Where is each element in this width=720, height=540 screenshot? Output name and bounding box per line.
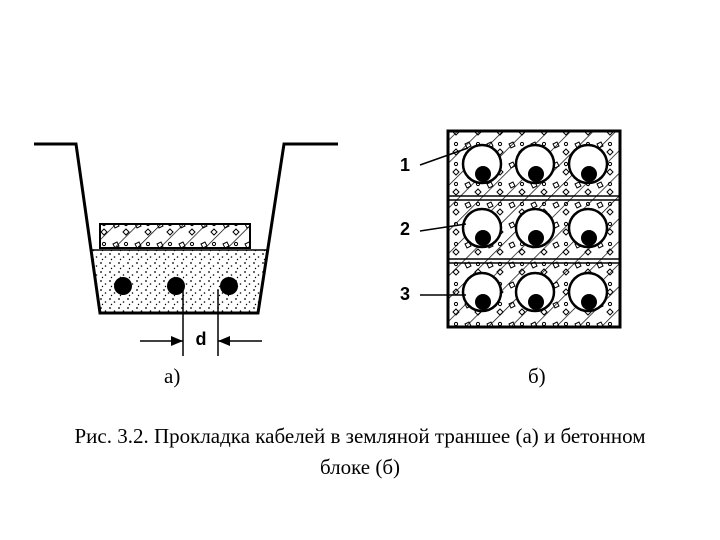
block-channel (514, 143, 556, 185)
block-channel (567, 271, 609, 313)
dimension-d: d (140, 290, 262, 356)
block-channel (567, 207, 609, 249)
block-channel (461, 271, 503, 313)
block-cable (475, 230, 491, 246)
trench-cables (114, 277, 238, 295)
trench-cable (220, 277, 238, 295)
subfigure-label-b: б) (528, 364, 546, 388)
svg-text:1: 1 (400, 155, 410, 175)
block-channel (567, 143, 609, 185)
callout-1: 1 (400, 147, 469, 175)
block-cable (528, 230, 544, 246)
block-cable (581, 230, 597, 246)
concrete-block-drawing: 1 2 3 (400, 129, 622, 329)
block-channel (461, 143, 503, 185)
figure-caption: Рис. 3.2. Прокладка кабелей в земляной т… (0, 421, 720, 483)
trench-cable (167, 277, 185, 295)
subfigure-label-a: а) (164, 364, 181, 388)
trench-cable (114, 277, 132, 295)
block-channel (514, 271, 556, 313)
block-cable (581, 166, 597, 182)
callout-3: 3 (400, 284, 466, 304)
block-channel (514, 207, 556, 249)
svg-text:3: 3 (400, 284, 410, 304)
block-cable (528, 166, 544, 182)
trench-drawing: d (34, 142, 338, 356)
block-cable (581, 294, 597, 310)
protective-slab (99, 223, 251, 249)
caption-line-1: Рис. 3.2. Прокладка кабелей в земляной т… (74, 424, 646, 448)
block-cable (475, 294, 491, 310)
dimension-label: d (196, 329, 207, 349)
block-channel (461, 207, 503, 249)
block-cable (475, 166, 491, 182)
svg-text:2: 2 (400, 219, 410, 239)
callout-2: 2 (400, 219, 467, 239)
block-cable (528, 294, 544, 310)
caption-line-2: блоке (б) (319, 455, 401, 479)
block-channels (461, 143, 609, 313)
